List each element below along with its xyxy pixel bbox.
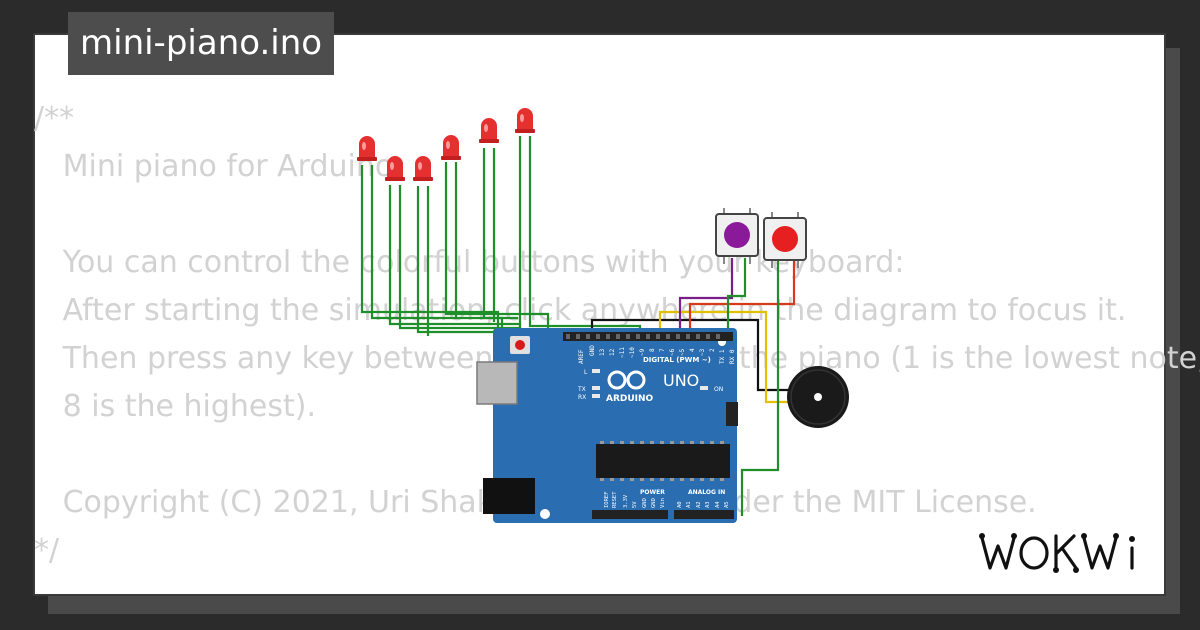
code-preview: /** Mini piano for Arduino. You can cont…	[34, 70, 1200, 568]
buzzer[interactable]	[787, 366, 849, 428]
pin-label: AREF	[578, 349, 585, 364]
led-tx-label: TX	[577, 386, 586, 393]
pin-label: RX 0	[729, 349, 736, 364]
digital-header-label: DIGITAL (PWM ~)	[643, 356, 711, 364]
power-label: POWER	[640, 489, 665, 496]
pin-label: 12	[609, 348, 616, 356]
arduino-uno-board[interactable]: AREF GND 13 12 ~11 ~10 ~9 8 7 ~6 ~5 4 ~3…	[476, 328, 738, 523]
pin-label: GND	[651, 498, 657, 508]
arduino-infinity-icon	[607, 370, 646, 390]
led-wires	[360, 136, 642, 338]
led	[357, 136, 377, 161]
pin-label: 13	[599, 348, 606, 356]
code-line: After starting the simulation, click any…	[34, 293, 1127, 328]
analog-header	[674, 510, 734, 519]
led-l-label: L	[584, 369, 588, 376]
code-line: You can control the colorful buttons wit…	[34, 245, 905, 280]
board-model: UNO	[663, 371, 699, 390]
pin-label: IOREF	[604, 491, 610, 508]
pin-label: A4	[715, 501, 721, 508]
pushbutton-purple[interactable]	[715, 208, 759, 264]
file-name-tab: mini-piano.ino	[68, 12, 335, 75]
pin-label: ~5	[679, 348, 686, 356]
usb-port	[476, 361, 518, 405]
pin-label: ~9	[639, 348, 646, 356]
led-rx-label: RX	[578, 394, 586, 401]
reset-button	[515, 340, 525, 350]
pin-label: 2	[709, 348, 716, 352]
code-line: /**	[34, 101, 75, 136]
pin-label: ~10	[629, 347, 636, 358]
code-line: Mini piano for Arduino.	[34, 149, 403, 184]
pin-label: 3.3V	[623, 494, 629, 508]
pin-label: 5V	[632, 501, 638, 508]
pin-label: 7	[659, 348, 666, 352]
power-header	[592, 510, 668, 519]
board-brand: ARDUINO	[606, 394, 654, 404]
led	[479, 118, 499, 143]
code-line: */	[34, 533, 60, 568]
pin-label: A5	[724, 501, 730, 508]
icsp-header	[726, 402, 738, 426]
pin-label: 8	[649, 348, 656, 352]
analog-label: ANALOG IN	[688, 489, 725, 496]
led	[515, 108, 535, 133]
pin-label: ~3	[699, 348, 706, 356]
pin-label: 4	[689, 348, 696, 352]
led	[413, 156, 433, 181]
led-group	[357, 108, 535, 181]
pin-label: A3	[705, 501, 711, 508]
atmega-chip	[596, 444, 730, 478]
code-line: 8 is the highest).	[34, 389, 316, 424]
power-jack	[483, 478, 535, 514]
code-line: Copyright (C) 2021, Uri Shaked. Released…	[62, 485, 1037, 520]
pin-label: ~6	[669, 348, 676, 356]
led	[441, 135, 461, 160]
pin-label: A2	[696, 501, 702, 508]
pin-label: A1	[686, 501, 692, 508]
pin-label: A0	[677, 501, 683, 508]
pin-label: Vin	[660, 498, 666, 508]
pin-label: GND	[642, 498, 648, 508]
pin-label: ~11	[619, 347, 626, 358]
wokwi-logo	[979, 533, 1135, 573]
pin-label: RESET	[612, 491, 618, 508]
pushbutton-red[interactable]	[763, 212, 807, 268]
led	[385, 156, 405, 181]
on-label: ON	[714, 386, 723, 393]
pin-label: GND	[589, 345, 596, 356]
pin-label: TX 1	[719, 349, 726, 364]
